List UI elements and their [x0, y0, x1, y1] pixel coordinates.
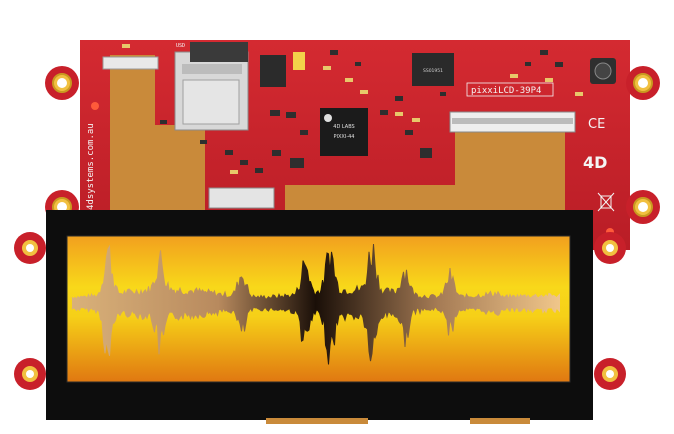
microcontroller-chip: 4D LABS PIXXI-44	[320, 108, 368, 156]
brand-logo: 4D	[583, 153, 607, 172]
flash-chip: SS01951	[412, 53, 454, 86]
svg-text:SS01951: SS01951	[423, 68, 443, 74]
mcu-label-bottom: PIXXI-44	[334, 134, 355, 140]
flex-cable-left	[102, 55, 205, 215]
inductor	[590, 58, 616, 84]
website-label: 4dsystems.com.au	[86, 123, 96, 210]
usb-connector	[208, 187, 275, 209]
ce-mark: CE	[588, 117, 605, 132]
display-module	[14, 210, 626, 424]
model-label: pixxiLCD-39P4	[471, 86, 541, 96]
smd-components	[160, 50, 563, 173]
sd-slot-label: USD	[176, 43, 185, 49]
power-chip	[260, 55, 286, 87]
audio-waveform	[71, 243, 560, 365]
weee-bin-icon	[597, 192, 615, 212]
mounting-hole	[594, 232, 626, 264]
mounting-hole	[45, 66, 79, 100]
mounting-hole	[14, 232, 46, 264]
mcu-label-top: 4D LABS	[333, 124, 354, 130]
microsd-slot	[174, 42, 249, 131]
smd-resistors	[122, 44, 583, 174]
mounting-hole	[626, 66, 660, 100]
mounting-hole	[14, 358, 46, 390]
led-indicator	[91, 102, 99, 110]
mounting-hole	[594, 358, 626, 390]
mounting-hole	[626, 190, 660, 224]
